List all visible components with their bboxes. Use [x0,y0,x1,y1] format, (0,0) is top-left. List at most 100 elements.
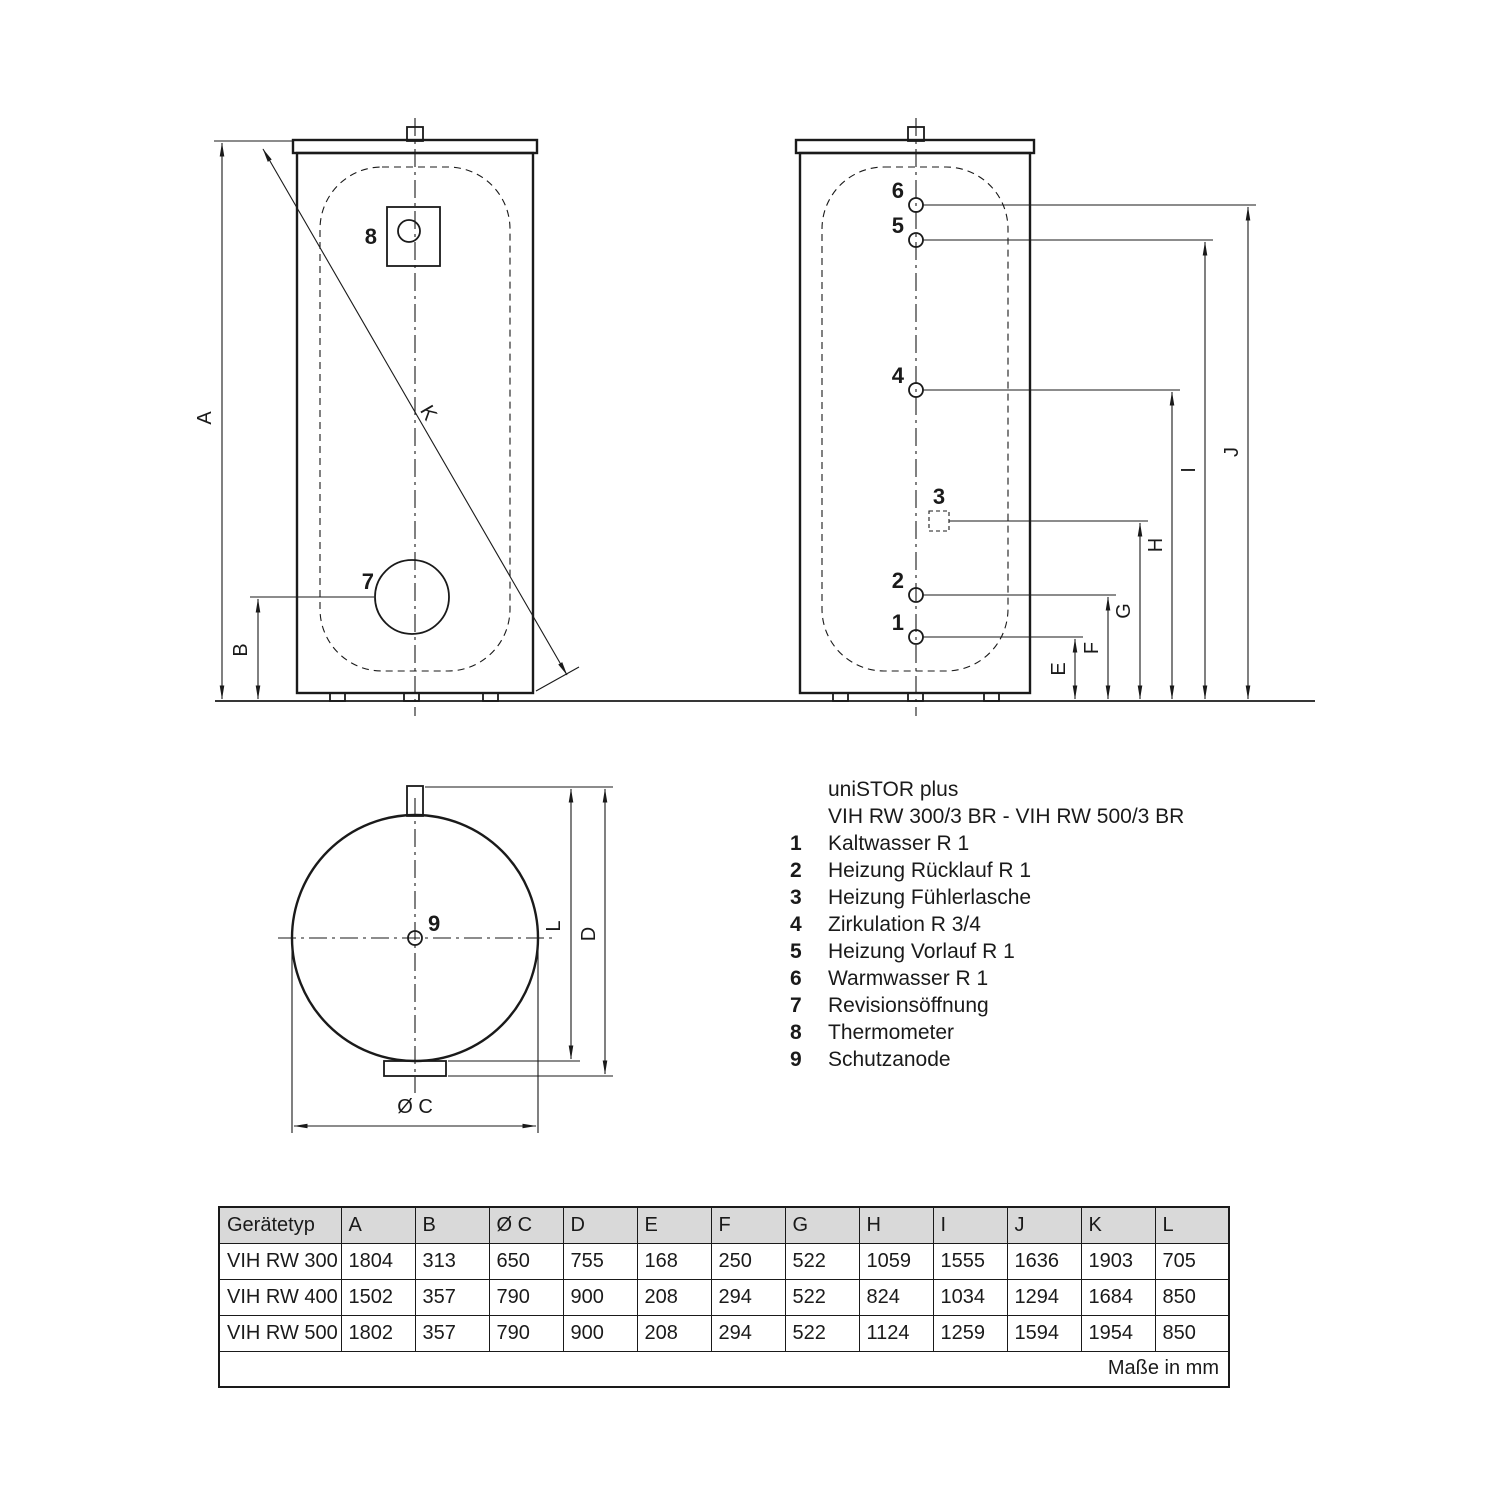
foot [329,692,346,702]
cell-value: 755 [562,1242,638,1280]
cell-model: VIH RW 300 [218,1242,342,1280]
connection-4 [908,382,924,398]
cell-value: 1804 [340,1242,416,1280]
dim-label-I: I [1178,467,1200,473]
legend-item-label: Thermometer [828,1021,955,1044]
cell-value: 1594 [1006,1314,1082,1352]
connection-5 [908,232,924,248]
connection-6 [908,197,924,213]
legend: uniSTOR plus VIH RW 300/3 BR - VIH RW 50… [790,776,1184,1073]
dim-label-F: F [1081,642,1103,654]
cell-value: 1059 [858,1242,934,1280]
callout-5: 5 [892,213,904,238]
legend-item-number: 8 [790,1021,802,1044]
dim-label-E: E [1048,662,1070,675]
legend-item-9: 9 Schutzanode [790,1046,1184,1073]
callout-8: 8 [365,224,377,249]
cell-model: VIH RW 400 [218,1278,342,1316]
callout-6: 6 [892,178,904,203]
legend-item-7: 7 Revisionsöffnung [790,992,1184,1019]
legend-item-number: 1 [790,832,802,855]
legend-item-2: 2 Heizung Rücklauf R 1 [790,857,1184,884]
cell-value: 1555 [932,1242,1008,1280]
top-view: 9 L D Ø C [278,785,613,1133]
top-connection-stub [406,126,424,142]
callout-4: 4 [892,363,905,388]
cell-value: 208 [636,1314,712,1352]
cell-value: 705 [1154,1242,1230,1280]
legend-item-3: 3 Heizung Fühlerlasche [790,884,1184,911]
callout-2: 2 [892,568,904,593]
legend-titles: uniSTOR plus VIH RW 300/3 BR - VIH RW 50… [828,776,1184,830]
legend-item-label: Heizung Fühlerlasche [828,886,1032,909]
legend-item-number: 9 [790,1048,802,1071]
callout-7: 7 [362,569,374,594]
cell-value: 522 [784,1314,860,1352]
cell-value: 294 [710,1314,786,1352]
legend-item-number: 5 [790,940,802,963]
cell-value: 900 [562,1278,638,1316]
col-header-geraetetyp: Gerätetyp [218,1206,342,1244]
dim-line-K [262,148,568,676]
col-header-A: A [340,1206,416,1244]
cell-model: VIH RW 500 [218,1314,342,1352]
dim-label-G: G [1113,603,1135,619]
model-range: VIH RW 300/3 BR - VIH RW 500/3 BR [828,805,1185,828]
thermometer-port [397,219,421,243]
legend-item-8: 8 Thermometer [790,1019,1184,1046]
foot [482,692,499,702]
cell-value: 1636 [1006,1242,1082,1280]
foot [907,692,924,702]
table-header-row: Gerätetyp A B Ø C D E F G H I J K L [218,1206,1230,1244]
col-header-E: E [636,1206,712,1244]
dim-label-J: J [1221,447,1243,457]
table-footer-row: Maße in mm [218,1350,1230,1388]
extension-line-K [535,666,580,692]
revision-opening [374,559,450,635]
connection-3 [928,510,950,532]
callout-9: 9 [428,911,440,936]
cell-value: 1802 [340,1314,416,1352]
col-header-J: J [1006,1206,1082,1244]
cell-value: 1684 [1080,1278,1156,1316]
dim-label-H: H [1145,538,1167,552]
col-header-G: G [784,1206,860,1244]
top-connection-stub [907,126,925,142]
cell-value: 900 [562,1314,638,1352]
legend-item-label: Warmwasser R 1 [828,967,989,990]
col-header-C: Ø C [488,1206,564,1244]
tank-lid [794,138,1036,155]
cell-value: 850 [1154,1278,1230,1316]
legend-item-label: Kaltwasser R 1 [828,832,970,855]
product-name: uniSTOR plus [828,778,959,801]
legend-item-label: Heizung Vorlauf R 1 [828,940,1015,963]
dim-label-L: L [543,920,565,931]
front-view: 8 7 A B K [194,118,580,716]
cell-value: 208 [636,1278,712,1316]
col-header-B: B [414,1206,490,1244]
tank-body [798,151,1032,695]
cell-value: 1124 [858,1314,934,1352]
legend-item-number: 7 [790,994,802,1017]
col-header-K: K [1080,1206,1156,1244]
dim-label-A: A [194,411,216,425]
top-connection-stub [406,785,424,817]
cell-value: 357 [414,1314,490,1352]
cell-value: 250 [710,1242,786,1280]
table-row-vih-rw-300: VIH RW 300 1804 313 650 755 168 250 522 … [218,1242,1230,1280]
connection-2 [908,587,924,603]
anode [407,930,423,946]
dim-label-B: B [230,643,252,656]
col-header-L: L [1154,1206,1230,1244]
cell-value: 650 [488,1242,564,1280]
rear-view: 6 J 5 I 4 H 3 G 2 F 1 E [794,118,1256,716]
legend-item-number: 3 [790,886,802,909]
thermometer-box [386,206,441,267]
cell-value: 824 [858,1278,934,1316]
cell-value: 1502 [340,1278,416,1316]
legend-item-5: 5 Heizung Vorlauf R 1 [790,938,1184,965]
foot [983,692,1000,702]
cell-value: 1259 [932,1314,1008,1352]
